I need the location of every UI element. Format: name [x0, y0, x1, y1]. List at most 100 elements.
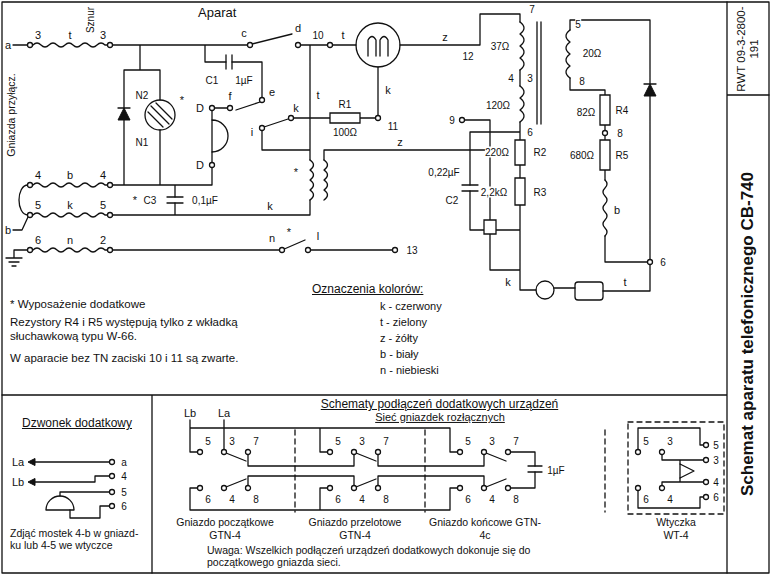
terminal-label: 5: [713, 440, 719, 451]
terminal-label: Lb: [184, 407, 196, 419]
terminal-label: 6: [205, 494, 211, 505]
dial-symbol: [356, 23, 400, 67]
schematic-label: 6: [35, 234, 41, 246]
capacitor-symbol: [167, 55, 478, 203]
terminal-label: 3: [359, 436, 365, 447]
color-code: z - żółty: [380, 332, 418, 344]
node-heading: RWT 09-3-2800-191: [735, 6, 761, 92]
schematic-label: k: [293, 102, 299, 114]
schematic-label: R2: [534, 147, 547, 158]
terminal-label: 3: [489, 436, 495, 447]
schematic-label: *: [287, 226, 291, 238]
terminal-label: 8: [383, 494, 389, 505]
circuit-wire: [6, 14, 650, 291]
terminal-label: 6: [713, 492, 719, 503]
schematic-label: 5: [35, 199, 41, 211]
schematic-label: z: [442, 31, 448, 43]
device-caption: Gniazdo początkowe GTN-4: [168, 516, 283, 541]
terminal-label: 8: [253, 494, 259, 505]
color-code: n - niebieski: [380, 364, 439, 376]
schematic-label: d: [295, 22, 301, 34]
schematic-label: 680Ω: [570, 150, 594, 161]
terminal-label: 6: [121, 501, 127, 512]
schematic-label: N1: [136, 137, 149, 148]
schematic-label: 1µF: [235, 75, 252, 86]
schematic-label: e: [269, 86, 275, 98]
ringer-symbol: [145, 100, 175, 130]
bell-wire: [35, 462, 110, 518]
schematic-label: D: [196, 159, 204, 171]
coil-symbol: [310, 22, 570, 200]
terminal-label: 5: [121, 487, 127, 498]
schematic-label: k: [385, 84, 391, 96]
schematic-label: 4: [100, 169, 106, 181]
terminal-label: 6: [465, 494, 471, 505]
note-text: Rezystory R4 i R5 występują tylko z wkła…: [10, 316, 300, 344]
schematic-label: 37Ω: [491, 41, 510, 52]
earpiece-symbol: [575, 282, 603, 300]
terminal-label: 4: [121, 471, 127, 482]
node-heading: Schematy podłączeń dodatkowych urządzeń: [152, 398, 727, 411]
terminal-label: 7: [253, 436, 259, 447]
schematic-label: C3: [144, 195, 157, 206]
socket-separator: [295, 430, 605, 512]
schematic-label: 6: [660, 257, 666, 268]
socket-wire: [190, 420, 535, 510]
schematic-label: 220Ω: [485, 147, 509, 158]
schematic-label: 4: [35, 169, 41, 181]
schematic-label: t: [316, 89, 319, 101]
terminal-label: 3: [713, 455, 719, 466]
schematic-label: 12: [462, 51, 473, 62]
schematic-label: N2: [136, 90, 149, 101]
schematic-label: b: [614, 204, 620, 216]
schematic-label: 2: [100, 234, 106, 246]
device-caption: Wtyczka WT-4: [649, 516, 704, 541]
device-caption: Gniazdo końcowe GTN-4c: [428, 516, 543, 541]
rotated-caption: Sznur: [85, 7, 96, 33]
terminal-label: 5: [205, 436, 211, 447]
subheading: Sieć gniazdek rozłącznych: [375, 411, 505, 423]
bell-symbol: [212, 120, 228, 152]
schematic-label: n: [67, 234, 73, 246]
terminal-label: 4: [667, 494, 673, 505]
schematic-label: 6: [527, 127, 533, 138]
terminal-label: 6: [643, 494, 649, 505]
terminal-label: 3: [667, 436, 673, 447]
schematic-label: z: [397, 136, 403, 148]
color-code: b - biały: [380, 348, 419, 360]
schematic-label: 100Ω: [333, 127, 357, 138]
cord-wire: [33, 43, 107, 252]
terminal-label: 4: [489, 494, 495, 505]
handset-handle: [554, 287, 575, 288]
resistor-symbol: [330, 95, 610, 234]
terminal-label: 4: [359, 494, 365, 505]
schematic-label: 0,1µF: [192, 195, 218, 206]
note-text: W aparacie bez TN zaciski 10 i 11 są zwa…: [10, 352, 238, 365]
terminal-label: Lb: [12, 476, 24, 488]
schematic-label: b: [5, 224, 11, 236]
schematic-label: *: [133, 194, 137, 206]
schematic-label: 9: [449, 115, 455, 126]
schematic-label: k: [267, 200, 273, 212]
schematic-label: 3: [35, 29, 41, 41]
terminal-label: 3: [229, 436, 235, 447]
node-note: Uwaga: Wszelkich podłączeń urządzeń doda…: [207, 544, 587, 568]
schematic-label: D: [196, 102, 204, 114]
dial-contacts: [368, 37, 388, 57]
schematic-label: 8: [579, 76, 585, 87]
schematic-label: 0,22µF: [428, 167, 459, 178]
schematic-label: 5: [575, 19, 581, 30]
capacitor-symbol: [528, 466, 542, 472]
terminal-label: 8: [513, 494, 519, 505]
schematic-label: 2,2kΩ: [481, 187, 507, 198]
schematic-label: 82Ω: [577, 107, 596, 118]
terminal-label: 4: [229, 494, 235, 505]
arrow-head: [28, 459, 35, 486]
schematic-label: n: [269, 232, 275, 244]
schematic-label: *: [294, 166, 298, 178]
schematic-label: C2: [446, 195, 459, 206]
schematic-label: t: [68, 29, 71, 41]
note-text: * Wyposażenie dodatkowe: [10, 298, 145, 311]
plug-element: [680, 464, 694, 478]
